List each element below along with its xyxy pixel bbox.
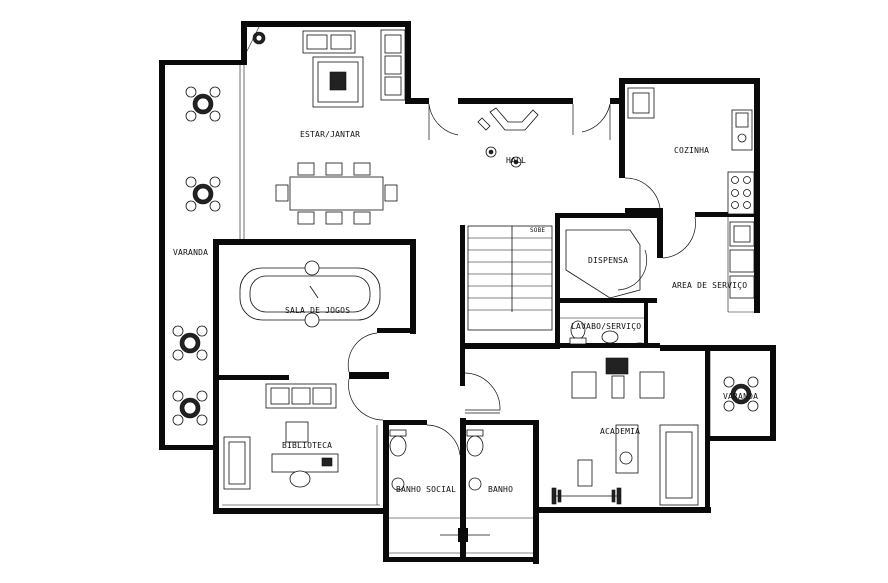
table-icon bbox=[185, 176, 221, 212]
label-sobe: SOBE bbox=[530, 227, 545, 234]
hall-furniture bbox=[477, 107, 539, 168]
library-furniture bbox=[223, 383, 339, 490]
label-area-servico: AREA DE SERVIÇO bbox=[672, 281, 747, 290]
bathroom-fixtures bbox=[389, 429, 490, 536]
lavabo-fixtures bbox=[569, 320, 619, 345]
label-varanda-right: VARANDA bbox=[723, 392, 758, 401]
label-dispensa: DISPENSA bbox=[588, 256, 628, 265]
dispensa-outline bbox=[565, 229, 641, 299]
label-lavabo: LAVABO/SERVIÇO bbox=[571, 322, 641, 331]
label-varanda-left: VARANDA bbox=[173, 248, 208, 257]
table-icon bbox=[723, 376, 759, 412]
label-academia: ACADEMIA bbox=[600, 427, 640, 436]
table-icon bbox=[172, 390, 208, 426]
pool-table bbox=[239, 260, 381, 328]
label-cozinha: COZINHA bbox=[674, 146, 709, 155]
laundry-furniture bbox=[729, 221, 755, 299]
dumbbell-icon bbox=[551, 487, 622, 505]
label-sala-jogos: SALA DE JOGOS bbox=[285, 306, 350, 315]
kitchen-furniture bbox=[627, 87, 755, 215]
dining-chairs bbox=[275, 162, 398, 225]
living-furniture bbox=[252, 29, 406, 225]
varanda-tables bbox=[172, 86, 221, 426]
label-biblioteca: BIBLIOTECA bbox=[282, 441, 332, 450]
label-estar-jantar: ESTAR/JANTAR bbox=[300, 130, 360, 139]
gym-equipment bbox=[551, 357, 699, 506]
thin-lines bbox=[215, 24, 757, 554]
doors bbox=[347, 103, 696, 456]
label-banho: BANHO bbox=[488, 485, 513, 494]
table-icon bbox=[185, 86, 221, 122]
label-banho-social: BANHO SOCIAL bbox=[396, 485, 456, 494]
room-labels: ESTAR/JANTAR HALL COZINHA VARANDA SOBE D… bbox=[173, 130, 758, 494]
table-icon bbox=[172, 325, 208, 361]
plant-icon bbox=[252, 31, 266, 45]
label-hall: HALL bbox=[506, 156, 526, 165]
stairs bbox=[467, 225, 553, 331]
